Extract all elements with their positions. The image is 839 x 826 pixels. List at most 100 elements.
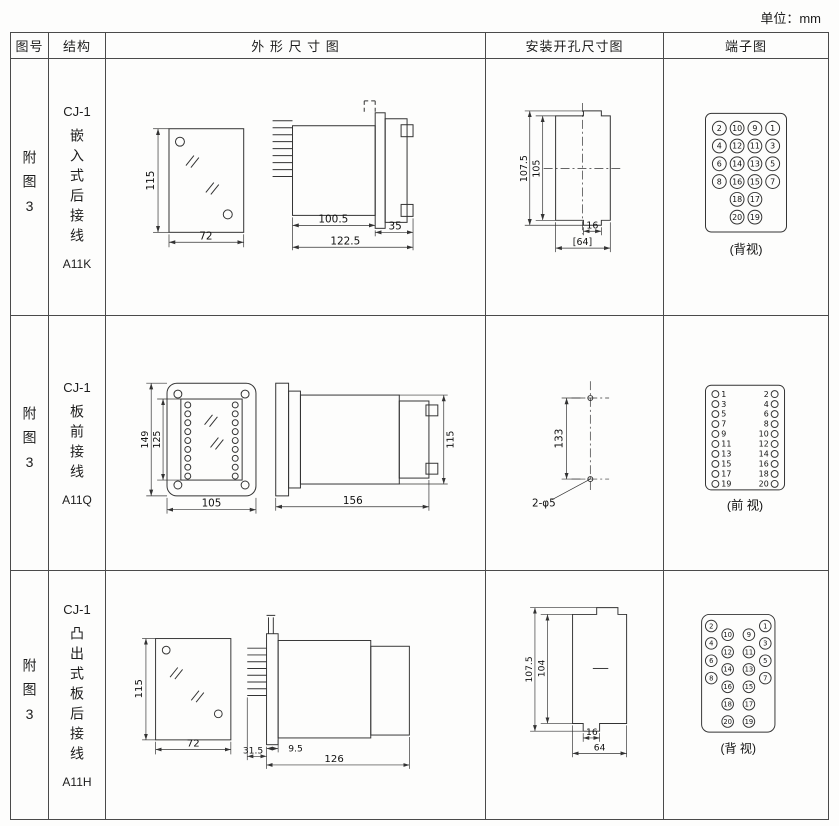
structure-code: A11K bbox=[62, 256, 92, 271]
terminal-number: 15 bbox=[750, 177, 760, 186]
terminal-number: 13 bbox=[721, 450, 731, 459]
dim-cutout-width: 64 bbox=[572, 725, 627, 758]
terminal-circle bbox=[759, 619, 772, 633]
side-view bbox=[275, 382, 439, 497]
terminal-circle bbox=[742, 628, 756, 641]
outline-diagram-a11h: 115 72 9.5 bbox=[134, 614, 410, 769]
terminal-circle bbox=[711, 390, 720, 399]
relay-front bbox=[180, 398, 243, 481]
terminal-circle bbox=[721, 663, 734, 676]
terminal-circle bbox=[711, 469, 720, 478]
terminal-circle bbox=[770, 469, 779, 478]
drill-hole bbox=[587, 476, 594, 483]
terminal-circle bbox=[770, 459, 779, 468]
dim-hole-pitch: 133 bbox=[554, 397, 584, 480]
front-flange bbox=[275, 382, 290, 497]
terminal-circle bbox=[711, 120, 727, 136]
outline-cell-row2: 149 125 105 bbox=[106, 316, 486, 571]
dim-pin-depth: 31.5 bbox=[243, 697, 267, 769]
mount-tab bbox=[425, 404, 439, 417]
terminal-number: 4 bbox=[717, 142, 722, 151]
outline-diagram-a11q: 149 125 105 bbox=[140, 382, 457, 514]
terminal-circle bbox=[742, 715, 756, 728]
mounting-diagram-a11k: 107.5 105 16 [64] bbox=[519, 102, 623, 253]
terminal-number: 18 bbox=[732, 195, 742, 204]
terminal-number: 1 bbox=[770, 124, 775, 133]
dim-cutout-width: [64] bbox=[555, 222, 611, 253]
terminal-number: 9 bbox=[721, 430, 726, 439]
structure-text: 嵌入式后接线 bbox=[69, 127, 85, 248]
dim-label: 72 bbox=[187, 739, 200, 750]
rear-housing bbox=[370, 645, 410, 736]
terminal-number: 8 bbox=[717, 177, 722, 186]
terminal-circle bbox=[729, 174, 745, 189]
screw-hole bbox=[213, 709, 223, 719]
terminal-circle bbox=[770, 420, 779, 428]
screw-hole bbox=[173, 389, 183, 399]
terminal-number: 16 bbox=[732, 177, 742, 186]
fig-no-cell-row3: 附图3 bbox=[11, 571, 49, 819]
cutout-outline bbox=[572, 607, 628, 732]
unit-label: 单位：mm bbox=[760, 11, 821, 26]
terminal-circle bbox=[721, 697, 734, 711]
terminal-number: 5 bbox=[770, 159, 775, 168]
dim-rear-depth: 35 bbox=[375, 218, 414, 251]
mounting-diagram-a11q: 133 2-φ5 bbox=[532, 381, 610, 510]
mount-tab bbox=[400, 124, 414, 138]
drill-hole bbox=[587, 395, 594, 401]
latch-handle bbox=[266, 614, 276, 634]
plate-step bbox=[288, 390, 301, 489]
dim-inner-height: 105 bbox=[532, 115, 556, 221]
terminal-pins bbox=[272, 120, 293, 178]
dim-label: 35 bbox=[388, 220, 401, 232]
terminal-number: 10 bbox=[759, 430, 769, 439]
terminal-circle bbox=[721, 715, 734, 728]
terminal-view-caption: (前 视) bbox=[727, 498, 763, 513]
terminal-number: 10 bbox=[723, 631, 732, 639]
front-terminal-column-right bbox=[231, 401, 239, 480]
terminal-number: 20 bbox=[759, 480, 769, 489]
dim-label: [64] bbox=[573, 237, 592, 248]
terminal-circle bbox=[765, 120, 781, 136]
mounting-cell-row3: 107.5 104 16 64 bbox=[486, 571, 664, 819]
terminal-number: 17 bbox=[745, 700, 754, 708]
terminal-number: 12 bbox=[759, 440, 769, 449]
screw-hole bbox=[161, 645, 171, 655]
dim-label: 31.5 bbox=[243, 745, 264, 756]
terminal-number: 14 bbox=[759, 450, 769, 459]
terminal-number: 15 bbox=[745, 683, 754, 691]
terminal-circle bbox=[704, 637, 718, 650]
terminal-number: 20 bbox=[732, 213, 742, 222]
flange bbox=[266, 633, 279, 746]
terminal-number: 12 bbox=[732, 142, 742, 151]
dim-body-depth: 156 bbox=[275, 480, 430, 511]
terminal-block-outline bbox=[701, 613, 776, 733]
dim-label: 115 bbox=[134, 679, 145, 698]
dim-label: 9.5 bbox=[288, 743, 303, 754]
dim-front-width: 72 bbox=[168, 230, 245, 248]
terminal-circle bbox=[711, 420, 720, 428]
structure-cell-row1: CJ-1 嵌入式后接线 A11K bbox=[49, 59, 106, 316]
fig-no-text: 附图3 bbox=[21, 658, 38, 732]
mounting-diagram-a11h: 107.5 104 16 64 bbox=[524, 607, 628, 758]
mounting-plate bbox=[166, 382, 257, 497]
terminal-circle bbox=[704, 671, 718, 685]
mounting-cell-row2: 133 2-φ5 bbox=[486, 316, 664, 571]
model-label: CJ-1 bbox=[63, 379, 91, 395]
screw-hole bbox=[240, 389, 250, 399]
dim-front-height: 115 bbox=[145, 128, 169, 233]
terminal-circle bbox=[704, 619, 718, 633]
relay-body bbox=[299, 394, 400, 485]
terminal-number: 5 bbox=[763, 657, 767, 665]
terminal-number: 2 bbox=[709, 622, 713, 630]
mount-tab bbox=[425, 462, 439, 475]
front-view bbox=[166, 382, 257, 497]
terminal-number: 20 bbox=[723, 718, 732, 726]
dim-label: 104 bbox=[537, 660, 548, 678]
terminal-number: 3 bbox=[770, 142, 775, 151]
